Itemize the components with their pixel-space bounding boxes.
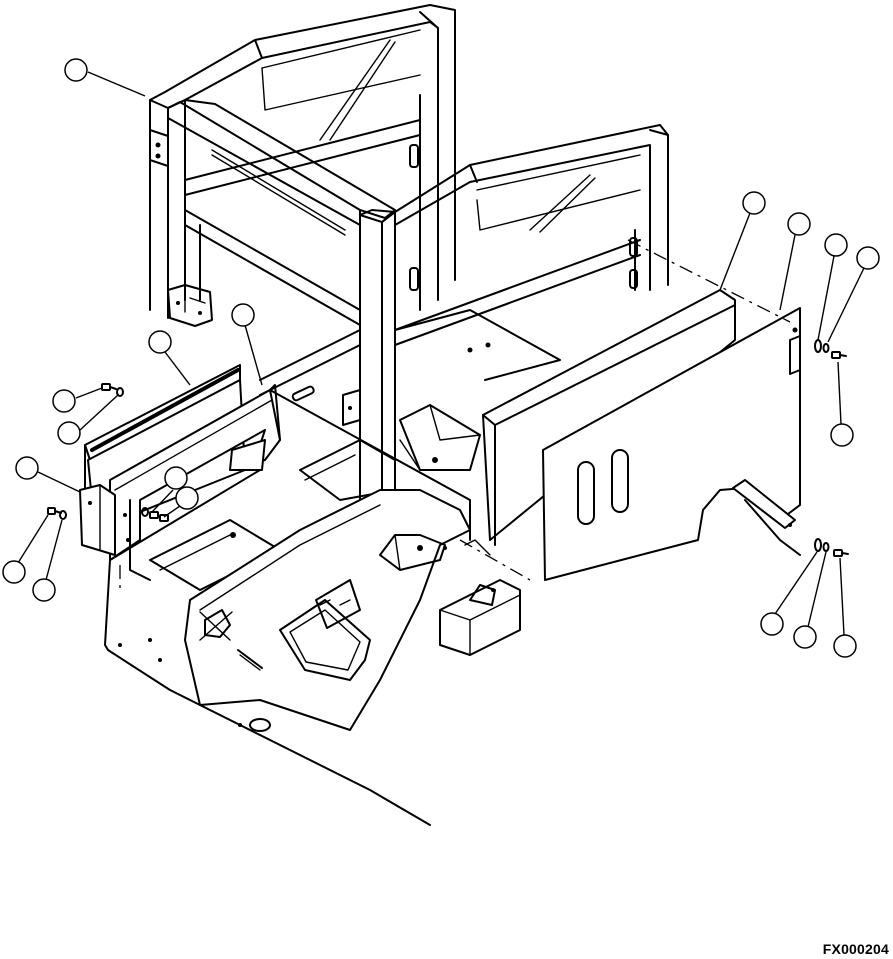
callout-right-rear-panel xyxy=(742,191,766,215)
callout-bolt-lower-left xyxy=(2,560,26,584)
callout-washer-upper-left xyxy=(57,421,81,445)
floor-deck xyxy=(104,309,561,826)
callout-lock-washer-lower-right xyxy=(793,625,817,649)
callout-bolt-mid-left xyxy=(164,466,188,490)
callout-bolt-lower-right xyxy=(833,634,857,658)
rops-frame xyxy=(149,4,669,506)
callout-washer-upper-right xyxy=(824,233,848,257)
callout-bolt-right-side xyxy=(830,423,854,447)
callout-left-panel-rubber xyxy=(148,330,172,354)
callout-front-left-bracket xyxy=(15,456,39,480)
callout-rops-frame xyxy=(64,58,88,82)
callout-left-side-cover xyxy=(231,303,255,327)
center-lines xyxy=(119,239,791,590)
callout-washer-mid-left xyxy=(175,486,199,510)
callout-washer-lower-right xyxy=(760,612,784,636)
callout-balloons xyxy=(2,58,880,658)
callout-washer-lower-left xyxy=(32,578,56,602)
front-console xyxy=(184,489,521,732)
bolts xyxy=(47,351,849,557)
callout-bolt-upper-right xyxy=(856,246,880,270)
callout-bolt-upper-left xyxy=(52,389,76,413)
callout-right-side-cover xyxy=(787,212,811,236)
left-side-cover xyxy=(109,384,281,581)
figure-code: FX000204 xyxy=(822,941,889,957)
front-left-bracket xyxy=(79,484,130,556)
right-side-cover xyxy=(542,307,801,581)
